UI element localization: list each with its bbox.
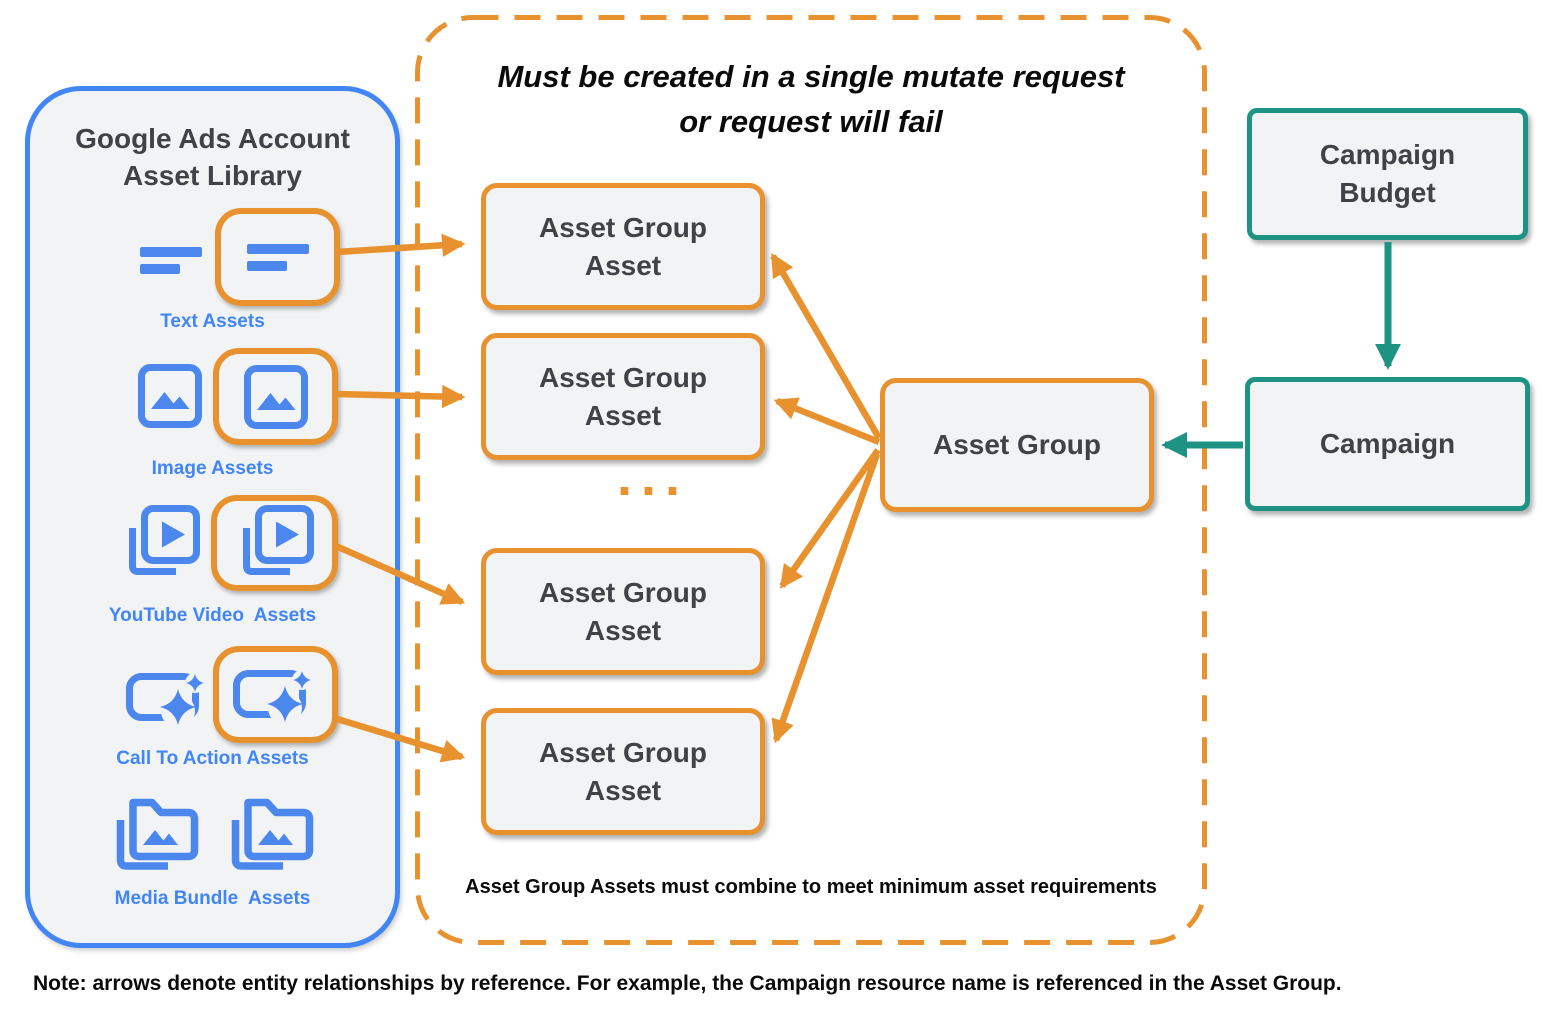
highlight-ring-image-asset bbox=[213, 348, 338, 445]
library-item-label-call-to-action-assets: Call To Action Assets bbox=[116, 748, 309, 769]
asset-library-panel: Google Ads Account Asset Library Text As… bbox=[25, 86, 400, 948]
footnote: Note: arrows denote entity relationships… bbox=[33, 972, 1342, 995]
highlight-ring-text-asset bbox=[215, 208, 340, 306]
media-bundle-asset-icon bbox=[116, 798, 199, 870]
mutate-request-caption: Asset Group Assets must combine to meet … bbox=[465, 876, 1157, 898]
text-asset-icon bbox=[140, 247, 202, 274]
call-to-action-asset-icon bbox=[232, 669, 312, 725]
youtube-video-asset-icon bbox=[129, 505, 200, 575]
mutate-request-group: Must be created in a single mutate reque… bbox=[415, 15, 1207, 945]
text-asset-icon bbox=[246, 243, 309, 271]
call-to-action-asset-icon bbox=[126, 673, 205, 728]
highlight-ring-call-to-action-asset bbox=[213, 646, 338, 743]
image-asset-icon bbox=[138, 364, 202, 428]
library-item-label-media-bundle-assets: Media Bundle Assets bbox=[114, 888, 311, 909]
ellipsis-more-assets: ... bbox=[616, 447, 689, 507]
highlight-ring-youtube-video-asset bbox=[211, 495, 338, 591]
youtube-video-asset-icon bbox=[242, 504, 314, 575]
asset-group-asset-box-2: Asset Group Asset bbox=[481, 333, 765, 460]
library-item-label-text-assets: Text Assets bbox=[160, 311, 265, 332]
asset-library-title: Google Ads Account Asset Library bbox=[75, 123, 350, 191]
media-bundle-asset-icon bbox=[231, 798, 314, 870]
asset-group-asset-box-4: Asset Group Asset bbox=[481, 708, 765, 835]
asset-group-node: Asset Group bbox=[880, 378, 1154, 512]
asset-group-asset-box-1: Asset Group Asset bbox=[481, 183, 765, 310]
mutate-request-title: Must be created in a single mutate reque… bbox=[497, 59, 1125, 139]
library-item-label-image-assets: Image Assets bbox=[151, 458, 274, 479]
campaign-budget-node: Campaign Budget bbox=[1247, 108, 1528, 240]
asset-group-asset-box-3: Asset Group Asset bbox=[481, 548, 765, 675]
library-item-label-youtube-video-assets: YouTube Video Assets bbox=[108, 605, 317, 626]
campaign-node: Campaign bbox=[1245, 377, 1530, 511]
image-asset-icon bbox=[243, 364, 308, 429]
